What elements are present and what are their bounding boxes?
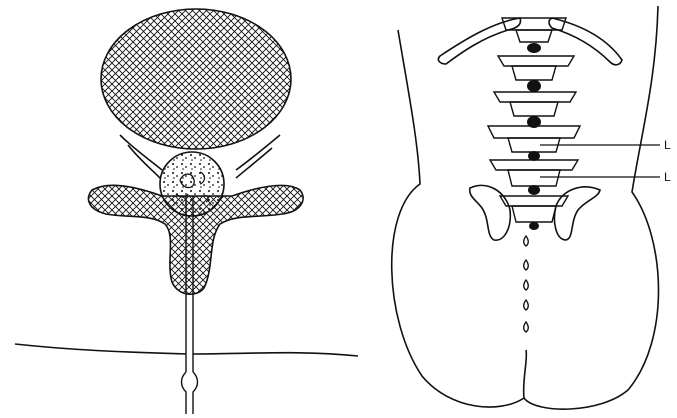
vertebra-label-lower: L <box>664 171 671 183</box>
dural-sac <box>160 152 224 216</box>
spinous-processes <box>527 43 541 230</box>
sacral-markers <box>524 236 529 332</box>
needle-hub <box>182 372 198 414</box>
vertebral-body <box>101 9 291 149</box>
back-view-figure <box>392 6 660 409</box>
left-iliac-crest <box>470 185 511 240</box>
right-rib <box>549 18 622 65</box>
right-nerve-root-2 <box>236 148 272 178</box>
cross-section-figure <box>15 9 358 414</box>
right-iliac-crest <box>554 187 600 240</box>
left-nerve-root-2 <box>128 145 160 178</box>
gluteal-cleft <box>524 350 527 398</box>
vertebra-label-upper: L <box>664 139 671 151</box>
left-rib <box>438 18 520 64</box>
